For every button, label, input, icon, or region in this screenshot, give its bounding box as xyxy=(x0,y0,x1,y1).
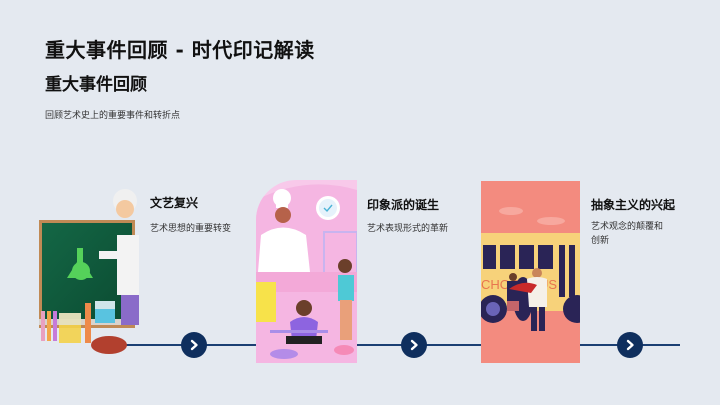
chevron-right-icon xyxy=(410,339,418,351)
timeline-line xyxy=(105,344,680,346)
school-bus-illustration: CHOOL BUS xyxy=(481,181,580,363)
event-1-description: 艺术思想的重要转变 xyxy=(150,224,232,234)
event-2-title: 印象派的诞生 xyxy=(367,198,440,212)
page-title: 重大事件回顾 - 时代印记解读 xyxy=(45,38,315,62)
event-3-title: 抽象主义的兴起 xyxy=(591,198,676,212)
timeline-node-1[interactable] xyxy=(181,332,207,358)
chevron-right-icon xyxy=(190,339,198,351)
event-1-title: 文艺复兴 xyxy=(150,196,199,210)
timeline-node-3[interactable] xyxy=(617,332,643,358)
timeline-node-2[interactable] xyxy=(401,332,427,358)
chevron-right-icon xyxy=(626,339,634,351)
event-3-description: 艺术观念的颠覆和创新 xyxy=(591,222,664,246)
section-subtitle: 重大事件回顾 xyxy=(45,75,147,95)
event-2-description: 艺术表现形式的革新 xyxy=(367,224,449,234)
cafe-chef-illustration xyxy=(256,180,357,363)
scientist-chalkboard-illustration xyxy=(39,183,139,360)
section-description: 回顾艺术史上的重要事件和转折点 xyxy=(45,111,181,121)
